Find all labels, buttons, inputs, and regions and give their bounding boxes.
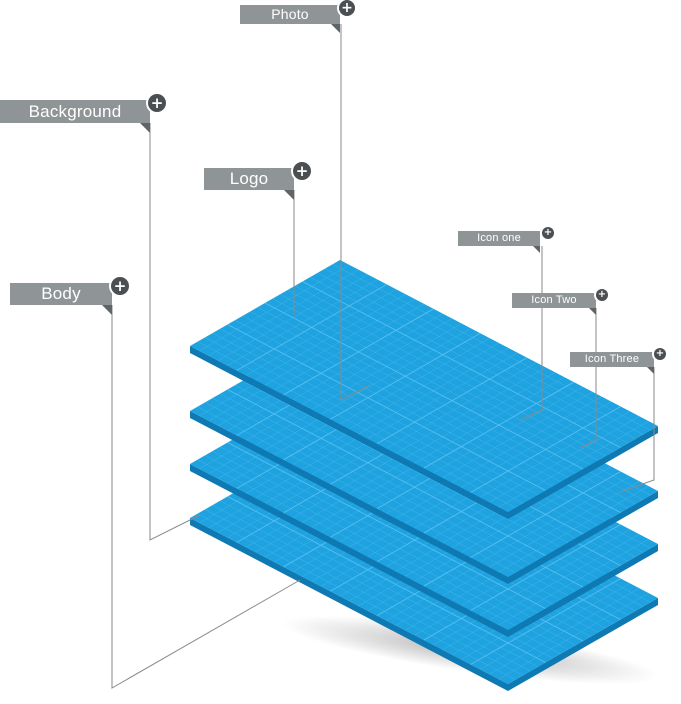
top-layer [190, 260, 658, 519]
background-label[interactable]: Background [0, 100, 150, 123]
icon-two-label-text: Icon Two [531, 294, 577, 306]
top-layer-grid [197, 264, 651, 508]
photo-label[interactable]: Photo [240, 5, 340, 24]
logo-label[interactable]: Logo [204, 168, 294, 190]
layer-stack [190, 260, 658, 691]
body-leader-line [111, 305, 301, 689]
logo-label-fold [284, 190, 294, 200]
photo-leader-line [340, 24, 371, 401]
plus-icon[interactable]: + [111, 277, 129, 295]
plus-icon[interactable]: + [339, 0, 355, 16]
body-label[interactable]: Body [10, 283, 112, 305]
body-label-text: Body [41, 284, 81, 303]
leader-lines [111, 24, 655, 689]
logo-label-text: Logo [229, 169, 269, 188]
icon-two-label-fold [589, 308, 596, 315]
background-leader-line [149, 123, 201, 541]
plus-icon[interactable]: + [654, 348, 666, 360]
background-label-fold [140, 123, 150, 133]
icon-two-label[interactable]: Icon Two [512, 293, 596, 308]
icon-one-label-text: Icon one [477, 232, 521, 244]
icon-three-leader-line [619, 367, 655, 493]
plus-icon[interactable]: + [148, 94, 166, 112]
icon-three-label-text: Icon Three [584, 353, 640, 365]
background-label-text: Background [28, 102, 122, 121]
photo-label-text: Photo [271, 6, 309, 22]
icon-three-label-fold [647, 367, 654, 374]
icon-one-label-fold [533, 246, 540, 253]
photo-label-fold [331, 24, 340, 33]
icon-three-label[interactable]: Icon Three [570, 352, 654, 367]
plus-icon[interactable]: + [542, 227, 554, 239]
body-label-fold [102, 305, 112, 315]
plus-icon[interactable]: + [293, 162, 311, 180]
icon-one-label[interactable]: Icon one [458, 231, 540, 246]
plus-icon[interactable]: + [596, 289, 608, 301]
